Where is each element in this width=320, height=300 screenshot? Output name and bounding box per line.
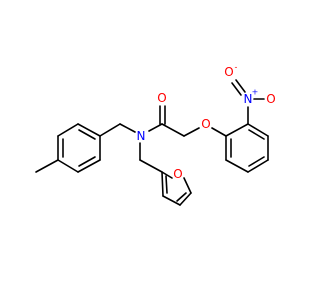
bond-furan-c4-c3 (162, 195, 181, 206)
bond-tolyl-3 (77, 123, 101, 137)
bond-furan-c5-c4-inner (176, 192, 187, 202)
charge-n-nitro: + (252, 88, 259, 97)
bond-nitro-otop-2 (231, 82, 242, 96)
bond-tolyl-3-inner (78, 129, 96, 140)
bond-furan-c5-c4 (179, 192, 192, 206)
atom-o-furan: O (173, 167, 182, 181)
bond-aryl-2-inner (248, 129, 265, 140)
atom-o-nitro-top: O (224, 65, 233, 79)
charge-o-nitro-top: - (235, 63, 238, 72)
bond-aryl-5 (225, 159, 249, 173)
atom-n-nitro: N (244, 92, 253, 106)
bond-nitro-otop-1 (235, 79, 246, 93)
background (0, 0, 300, 300)
bond-ch2-n (119, 123, 136, 133)
bond-aryl-4-inner (248, 156, 265, 167)
bond-tolyl-2 (57, 123, 79, 137)
bond-tolyl-5-inner (78, 156, 96, 167)
bond-aryl-2 (247, 123, 269, 137)
bond-ch2-furan (139, 159, 163, 173)
bond-furan-o-c5 (183, 177, 192, 194)
bond-aryl-1 (225, 123, 249, 137)
bond-methyl (35, 159, 59, 173)
bond-aryl-4 (247, 159, 269, 173)
atom-o-carbonyl: O (157, 91, 166, 105)
atom-o-nitro-right: O (266, 92, 275, 106)
bond-benzyl-ch2 (99, 123, 121, 137)
atom-o-ether: O (201, 117, 210, 131)
bonds (35, 79, 269, 206)
atom-n-amide: N (137, 129, 146, 143)
bond-oether-aryl (211, 127, 227, 137)
bond-tolyl-5 (77, 159, 101, 173)
bond-n-carbonyl (148, 123, 163, 132)
bond-tolyl-6 (57, 159, 79, 173)
molecule-structure: N O O N + O - O O (0, 0, 300, 300)
bond-furan-c2-o (161, 171, 173, 179)
atom-labels: N O O N + O - O O (137, 63, 276, 182)
bond-carbonyl-ch2 (161, 123, 185, 137)
bond-furan-c3-c2-inner (165, 175, 168, 194)
bond-ch2-oether (183, 127, 200, 137)
bond-furan-c3-c2 (161, 171, 164, 197)
